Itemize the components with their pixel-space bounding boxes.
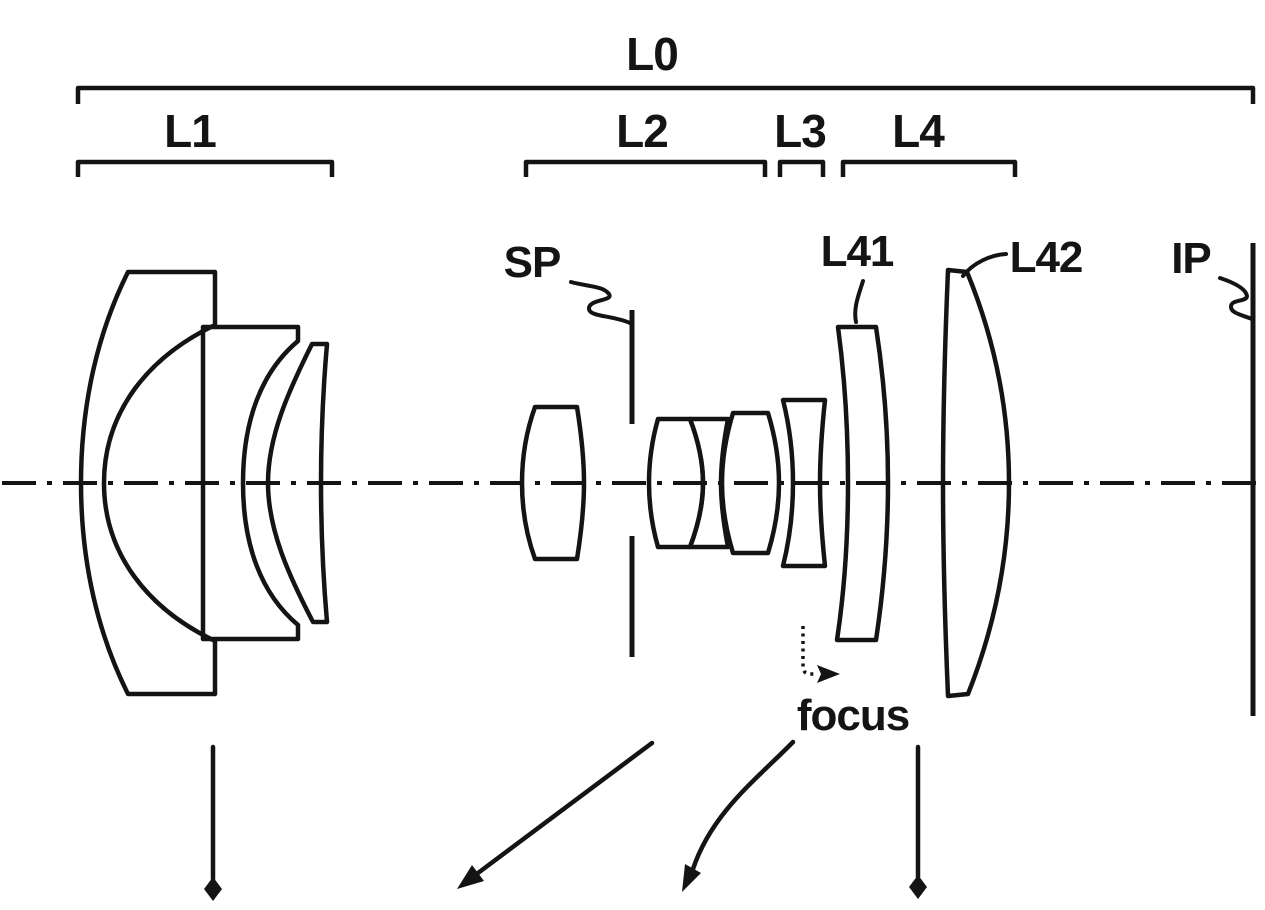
lens-l1-element3 [265, 341, 330, 625]
label-sp: SP [504, 238, 561, 287]
label-ip: IP [1171, 234, 1211, 283]
l4-fixed-arrow-diamond-icon [909, 875, 927, 899]
l42-leader-line [961, 252, 1008, 278]
l3-move-arrow-line [690, 739, 796, 872]
lens-group-l1 [78, 269, 330, 697]
focus-arrowhead-icon [817, 665, 840, 683]
l41-leader-line [853, 279, 865, 324]
focus-dotted-path [801, 626, 817, 676]
motion-arrows [210, 739, 921, 882]
label-l4: L4 [892, 105, 945, 157]
label-focus: focus [797, 691, 909, 740]
label-l0: L0 [626, 28, 678, 80]
label-l41: L41 [821, 227, 894, 276]
labels: L0 L1 L2 L3 L4 SP L41 L42 IP focus [164, 28, 1212, 740]
lens-l2-element4 [719, 410, 782, 556]
label-l1: L1 [164, 105, 216, 157]
l3-move-arrowhead-icon [682, 864, 701, 892]
leader-lines [569, 252, 1254, 325]
l2-move-arrow-line [471, 740, 655, 879]
lens-l41-element [834, 324, 891, 643]
l1-fixed-arrow-diamond-icon [204, 877, 222, 901]
bracket-l4 [840, 159, 1018, 177]
bracket-l0 [75, 85, 1256, 104]
bracket-l2 [523, 159, 768, 177]
sp-leader-squiggle [569, 280, 632, 325]
ink-layer [2, 85, 1263, 901]
l2-move-arrowhead-icon [457, 865, 484, 889]
group-brackets [75, 85, 1256, 177]
lens-group-l4 [834, 267, 1012, 699]
arrow-heads [204, 665, 927, 901]
bracket-l3 [777, 159, 826, 177]
bracket-l1 [75, 159, 335, 177]
lens-group-l2 [519, 404, 782, 562]
lens-l2-element1 [519, 404, 587, 562]
lens-group-l3 [780, 397, 828, 569]
lens-l42-element [940, 267, 1012, 699]
label-l42: L42 [1010, 233, 1083, 282]
label-l3: L3 [774, 105, 826, 157]
lens-l1-element2 [200, 324, 301, 642]
ip-leader-squiggle [1218, 276, 1254, 321]
lens-l3-element1 [780, 397, 828, 569]
label-l2: L2 [616, 105, 668, 157]
